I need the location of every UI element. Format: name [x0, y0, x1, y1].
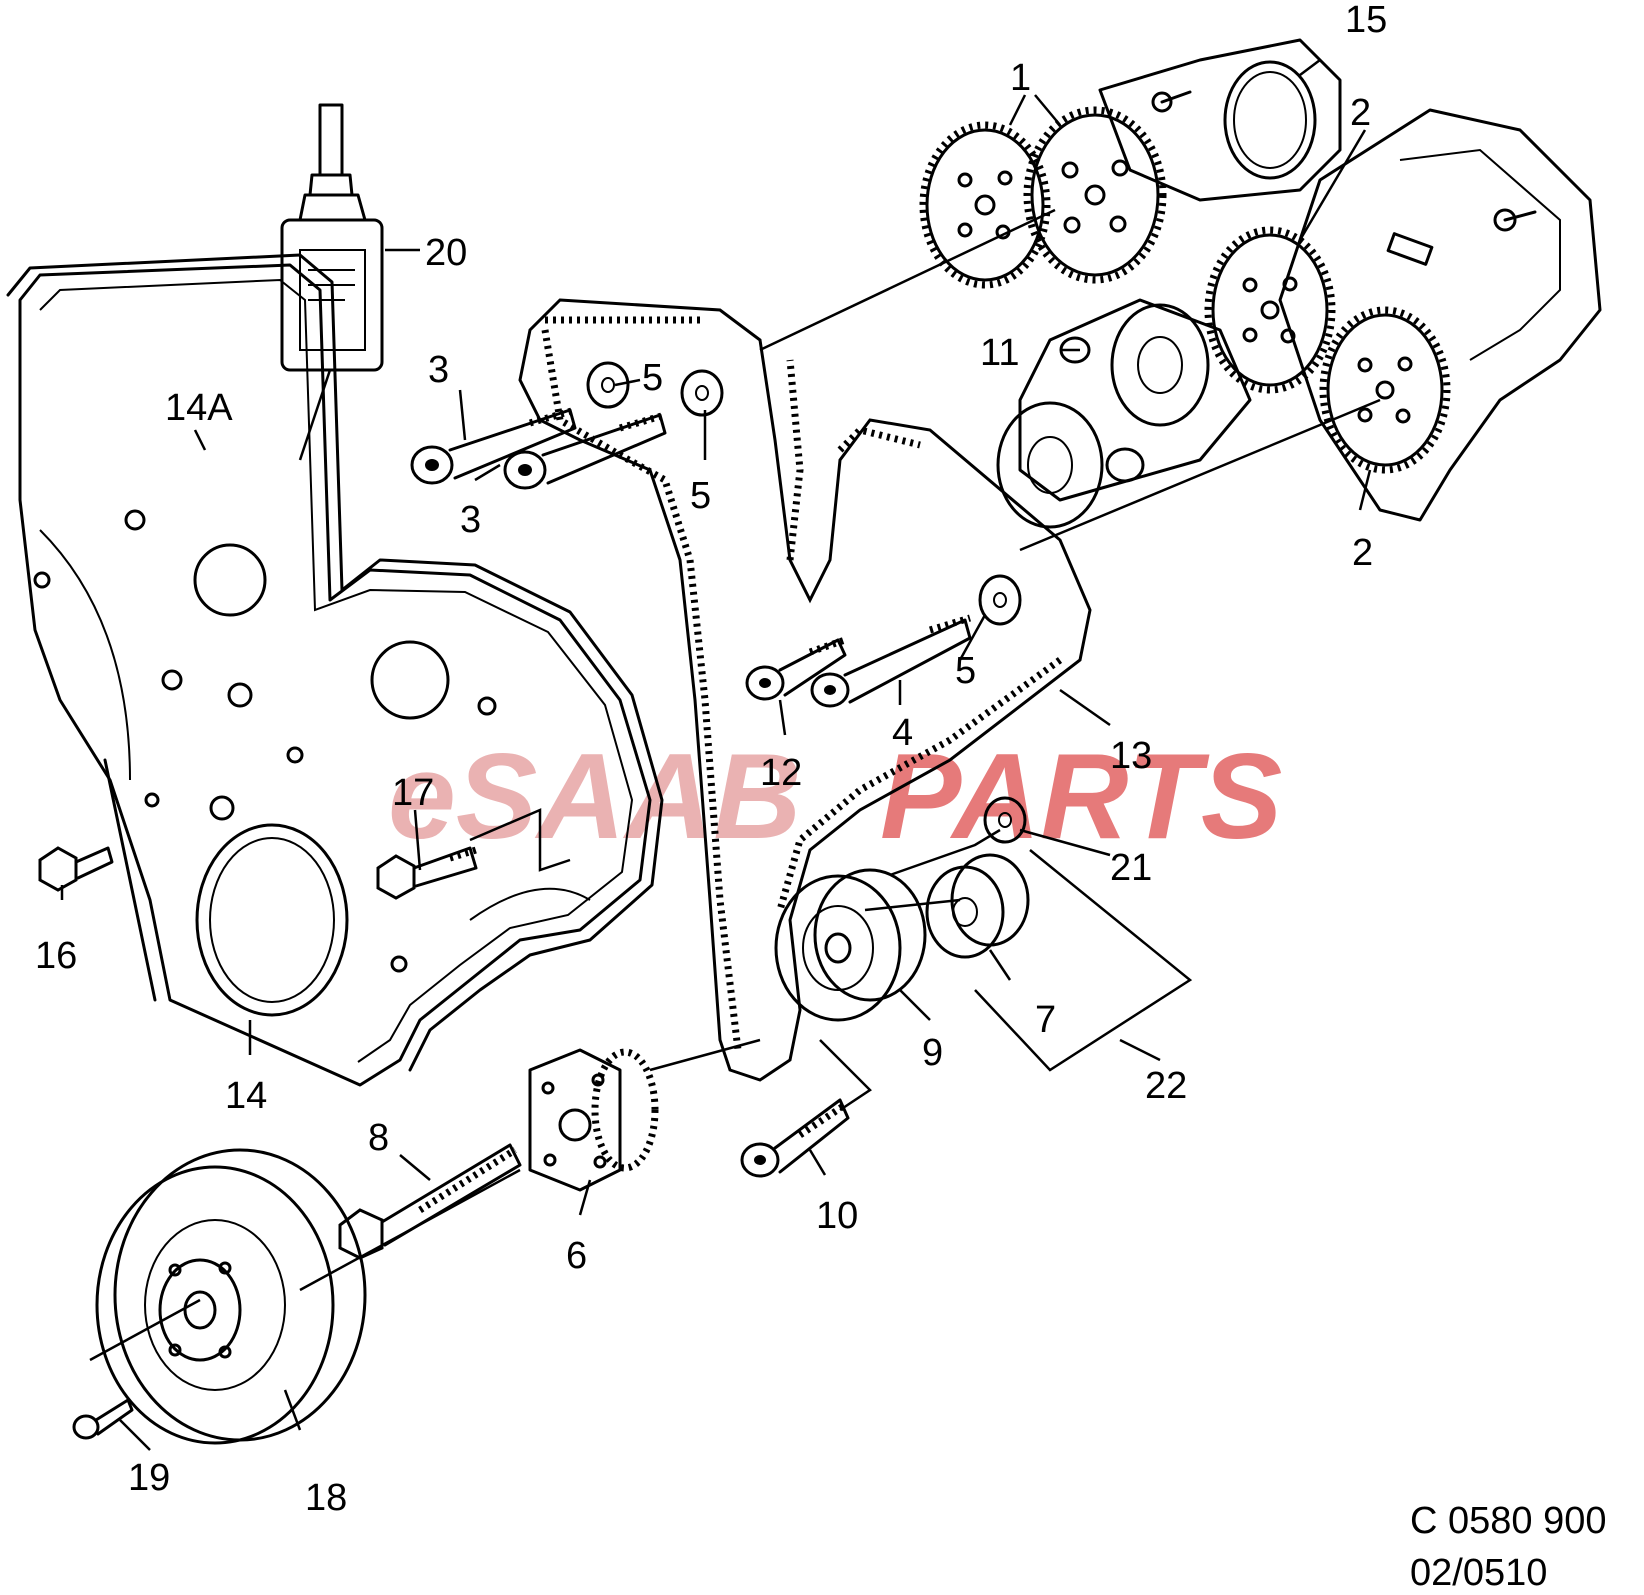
bolt-12 [745, 636, 847, 701]
bolt-17 [376, 846, 478, 900]
reference-date: 02/0510 [1410, 1552, 1547, 1594]
callout-10: 10 [816, 1195, 858, 1237]
callout-leaders [60, 59, 1372, 1451]
timing-cover-lower [18, 263, 652, 1087]
camshaft-gear-right [1023, 106, 1167, 284]
reference-block: C 0580 900 02/0510 [1410, 1500, 1607, 1594]
bolt-16 [38, 846, 114, 892]
crank-pulley [95, 1148, 367, 1445]
callout-4: 4 [892, 712, 913, 754]
callout-2-lower: 2 [1352, 532, 1373, 574]
callout-3-lower: 3 [460, 499, 481, 541]
alignment-lines [89, 208, 1381, 1362]
bolt-10 [740, 1098, 850, 1178]
idler-bearing [925, 853, 1030, 959]
callout-5-upper: 5 [642, 357, 663, 399]
washer-21 [983, 796, 1027, 844]
callout-5-lower: 5 [955, 650, 976, 692]
washer-5-a [586, 361, 630, 409]
callout-15: 15 [1345, 0, 1387, 41]
camshaft-gear-rear-lower [1319, 306, 1451, 474]
cover-gasket [6, 253, 664, 1072]
callout-8: 8 [368, 1117, 389, 1159]
bolt-19 [72, 1398, 134, 1440]
callout-20: 20 [425, 232, 467, 274]
callout-6: 6 [566, 1235, 587, 1277]
callout-labels: 1 2 2 3 3 4 5 5 5 6 7 8 9 10 11 12 13 14… [35, 0, 1387, 1519]
callout-12: 12 [760, 752, 802, 794]
idler-pulley [774, 868, 927, 1022]
watermark: eSAAB PARTS [388, 728, 1282, 864]
bolt-8 [338, 1143, 522, 1260]
sealant-bottle [280, 103, 384, 372]
callout-14: 14 [225, 1075, 267, 1117]
callout-13: 13 [1110, 735, 1152, 777]
callout-11: 11 [980, 332, 1019, 374]
callout-5-middle: 5 [690, 475, 711, 517]
callout-14a: 14A [165, 387, 233, 429]
camshaft-gear-rear-upper [1204, 226, 1336, 394]
callout-21: 21 [1110, 847, 1152, 889]
bolt-3-upper [410, 406, 577, 485]
camshaft-gear-left [919, 121, 1051, 289]
watermark-suffix: PARTS [880, 728, 1282, 864]
bolt-3-lower [503, 411, 667, 490]
callout-18: 18 [305, 1477, 347, 1519]
callout-9: 9 [922, 1032, 943, 1074]
callout-2-upper: 2 [1350, 92, 1371, 134]
rear-cover-15 [1098, 38, 1342, 202]
bolt-4 [810, 614, 972, 708]
watermark-prefix: eSAAB [388, 728, 802, 864]
callout-16: 16 [35, 935, 77, 977]
callout-7: 7 [1035, 999, 1056, 1041]
rear-cover-2 [1278, 108, 1602, 522]
washer-5-c [978, 574, 1022, 626]
callout-3-upper: 3 [428, 349, 449, 391]
washer-5-b [680, 369, 724, 417]
callout-1: 1 [1010, 57, 1031, 99]
reference-code: C 0580 900 [1410, 1500, 1607, 1542]
callout-19: 19 [128, 1457, 170, 1499]
timing-belt [518, 298, 1092, 1082]
crankshaft-sprocket [528, 1048, 659, 1192]
belt-tensioner [996, 298, 1252, 529]
callout-17: 17 [392, 772, 434, 814]
callout-22: 22 [1145, 1065, 1187, 1107]
